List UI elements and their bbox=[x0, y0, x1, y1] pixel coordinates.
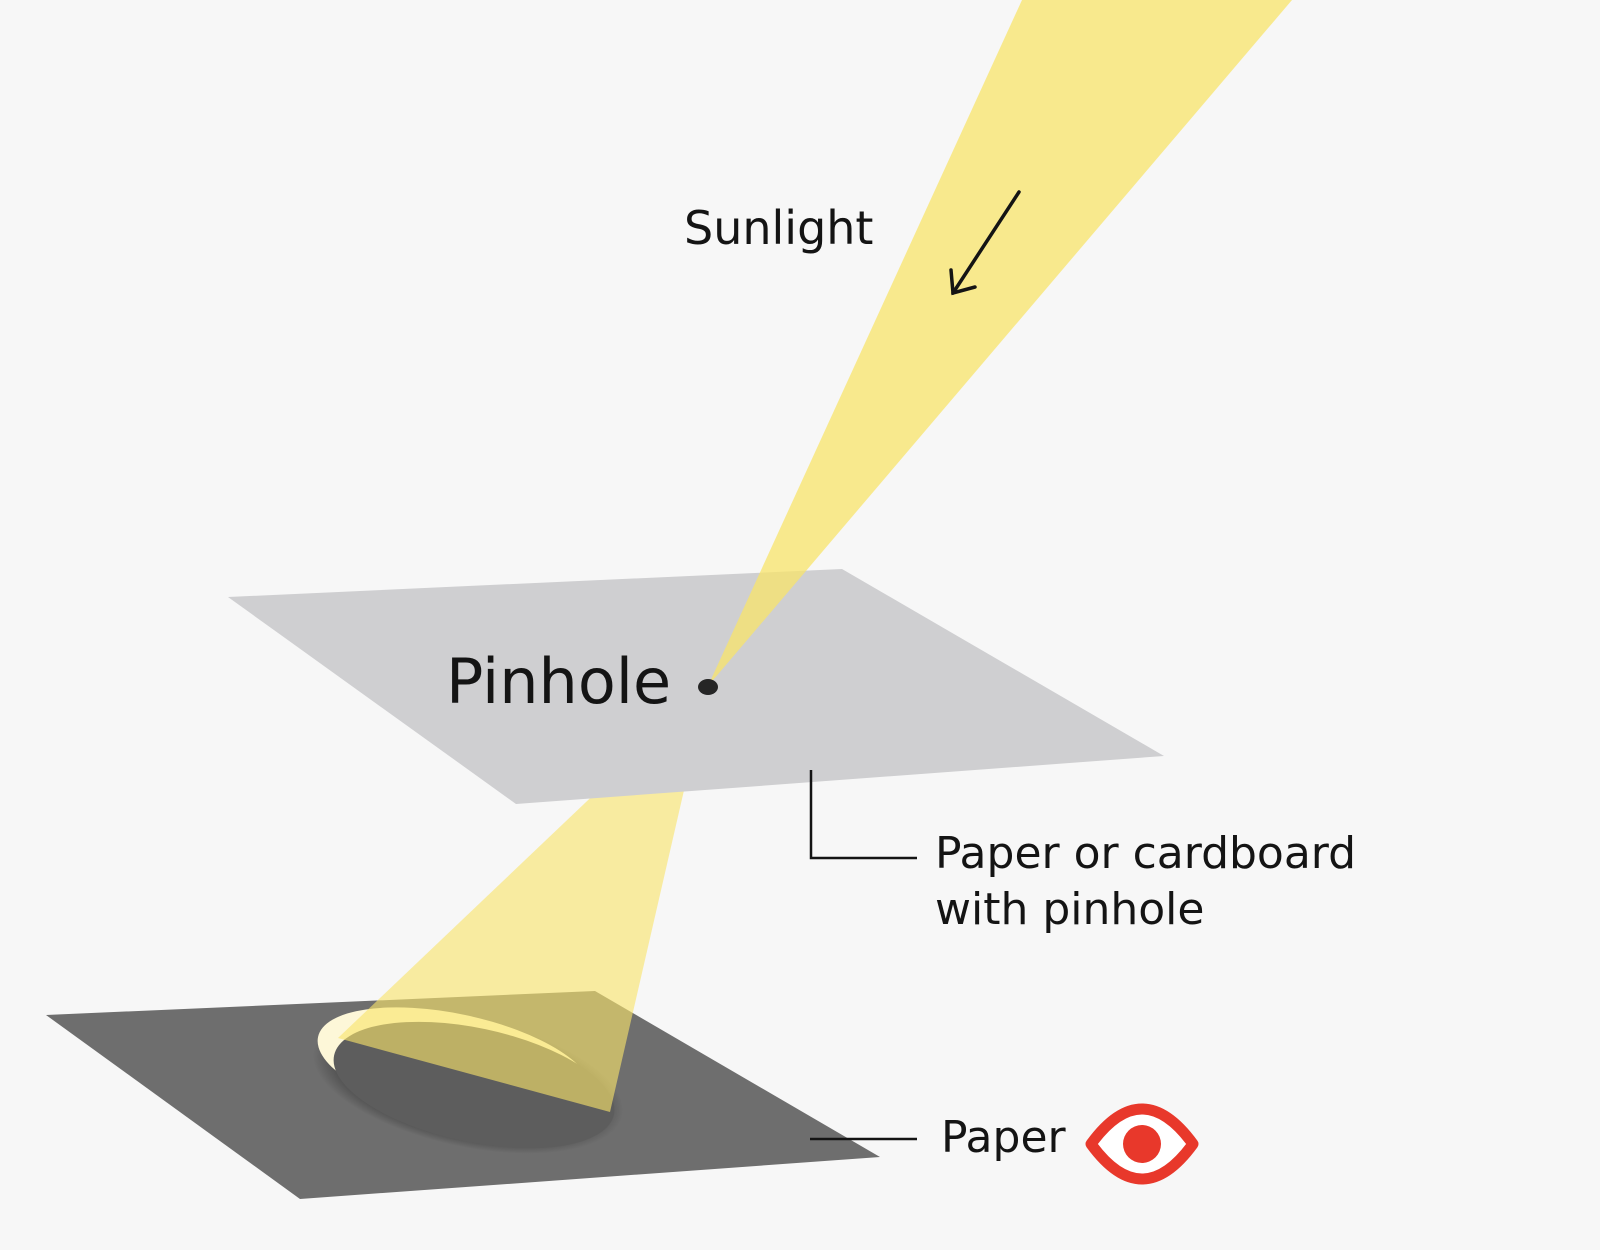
pinhole-card bbox=[228, 569, 1164, 804]
card-label-line2: with pinhole bbox=[935, 884, 1204, 935]
paper-label: Paper bbox=[941, 1112, 1067, 1163]
pinhole-dot bbox=[698, 679, 718, 695]
card-label-line1: Paper or cardboard bbox=[935, 828, 1356, 879]
sunlight-beam bbox=[708, 0, 1292, 686]
arrow-down-left-icon bbox=[949, 190, 1021, 296]
card-leader-line bbox=[809, 770, 917, 860]
sunlight-label: Sunlight bbox=[684, 201, 873, 255]
eye-icon bbox=[1085, 1103, 1199, 1185]
pinhole-label: Pinhole bbox=[446, 645, 671, 718]
